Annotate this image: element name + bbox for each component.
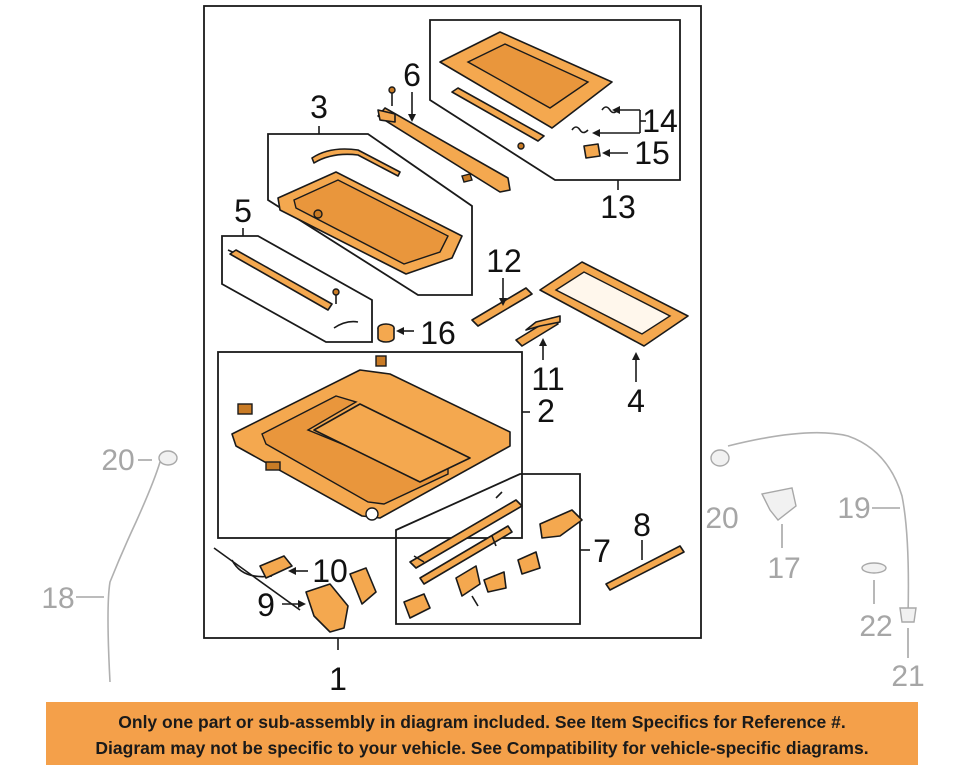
- callout-12-head: [499, 298, 507, 306]
- grommet-20-left: [158, 450, 178, 466]
- disclaimer-line-1: Only one part or sub-assembly in diagram…: [118, 712, 846, 732]
- callout-14-head-b: [592, 129, 600, 137]
- module-10: [259, 555, 293, 579]
- trim-strip-6: [377, 107, 511, 193]
- callout-8: 8: [633, 507, 651, 543]
- callout-20-left: 20: [101, 444, 134, 477]
- group-2-box: [217, 351, 523, 539]
- glass-bolt: [313, 209, 323, 219]
- disclaimer-line-2: Diagram may not be specific to your vehi…: [95, 738, 869, 758]
- part-15-block: [583, 143, 601, 159]
- callout-18: 18: [41, 582, 74, 615]
- sunroof-frame-window: [313, 403, 471, 483]
- callout-10-head: [288, 567, 296, 575]
- callout-12: 12: [486, 243, 522, 279]
- callout-4: 4: [627, 383, 645, 419]
- grommet-22: [861, 562, 887, 574]
- callout-4-head: [632, 352, 640, 360]
- sunshade-panel-inner: [466, 43, 590, 109]
- screw-6-head: [388, 86, 396, 94]
- frame-bracket-bottom: [265, 461, 281, 471]
- callout-21: 21: [891, 660, 924, 693]
- callout-2: 2: [537, 393, 555, 429]
- link-arm: [455, 565, 481, 597]
- callout-11-head: [539, 338, 547, 346]
- callout-15: 15: [634, 135, 670, 171]
- callout-17: 17: [767, 552, 800, 585]
- glass-panel-inner: [293, 179, 449, 265]
- callout-5: 5: [234, 193, 252, 229]
- deflector-screw: [332, 288, 340, 296]
- rear-bracket: [539, 509, 583, 539]
- glass-seal-strip: [311, 148, 401, 177]
- cap-16-body: [377, 328, 395, 343]
- callout-6: 6: [403, 57, 421, 93]
- callout-16-head: [396, 327, 404, 335]
- callout-13: 13: [600, 189, 636, 225]
- mech-screw-3: [471, 595, 479, 607]
- seal-4-inner: [554, 271, 672, 335]
- callout-6-head: [408, 114, 416, 122]
- parts-diagram: 1 2 3 4 5 6 7 8 9 10 11 12 13 14 15 16 1…: [41, 5, 925, 697]
- callout-9: 9: [257, 587, 275, 623]
- deflector-bar: [229, 249, 333, 311]
- frame-bracket-left: [237, 403, 253, 415]
- callout-14: 14: [642, 103, 678, 139]
- guide-rail-lower: [419, 525, 513, 585]
- callout-20-right: 20: [705, 502, 738, 535]
- mech-screw-1: [495, 491, 503, 499]
- frame-drain-hole: [365, 507, 379, 521]
- drain-hose-18: [107, 461, 161, 683]
- sunshade-rail: [451, 87, 545, 142]
- group-3-box: [267, 133, 473, 296]
- callout-22: 22: [859, 610, 892, 643]
- motor-gear: [349, 567, 377, 605]
- group-5-box: [221, 235, 373, 343]
- mech-pin: [413, 555, 425, 563]
- bracket-11-arm: [525, 315, 561, 331]
- harness-line: [213, 547, 301, 611]
- strip-12: [471, 287, 533, 327]
- callout-1: 1: [329, 661, 347, 697]
- callout-14-head-a: [612, 106, 620, 114]
- group-7-box: [395, 473, 581, 625]
- frame-bracket-top: [375, 355, 387, 367]
- callout-10: 10: [312, 553, 348, 589]
- drain-strip-8: [605, 545, 685, 591]
- trim-strip-6-end: [377, 109, 396, 123]
- deflector-spring: [333, 320, 359, 329]
- clip-14b: [571, 126, 589, 134]
- diagram-frame: [203, 5, 702, 639]
- trim-6-clip: [461, 173, 473, 183]
- guide-rail: [409, 499, 523, 569]
- cam-block: [517, 551, 541, 575]
- slider-shoe: [403, 593, 431, 619]
- drain-hose-19: [727, 431, 910, 617]
- grommet-20-right: [710, 449, 730, 467]
- link-arm-2: [483, 571, 507, 593]
- callout-7: 7: [593, 533, 611, 569]
- disclaimer-banner: Only one part or sub-assembly in diagram…: [46, 702, 918, 765]
- callout-3: 3: [310, 89, 328, 125]
- motor-9: [305, 583, 349, 633]
- clip-21: [899, 607, 917, 623]
- callout-11: 11: [531, 361, 564, 397]
- bracket-17: [760, 487, 797, 521]
- callout-16: 16: [420, 315, 456, 351]
- mech-screw-2: [491, 535, 497, 547]
- callout-9-head: [298, 600, 306, 608]
- sunshade-clip: [517, 142, 525, 150]
- callout-15-head: [602, 149, 610, 157]
- callout-19: 19: [837, 492, 870, 525]
- clip-14a: [601, 106, 619, 114]
